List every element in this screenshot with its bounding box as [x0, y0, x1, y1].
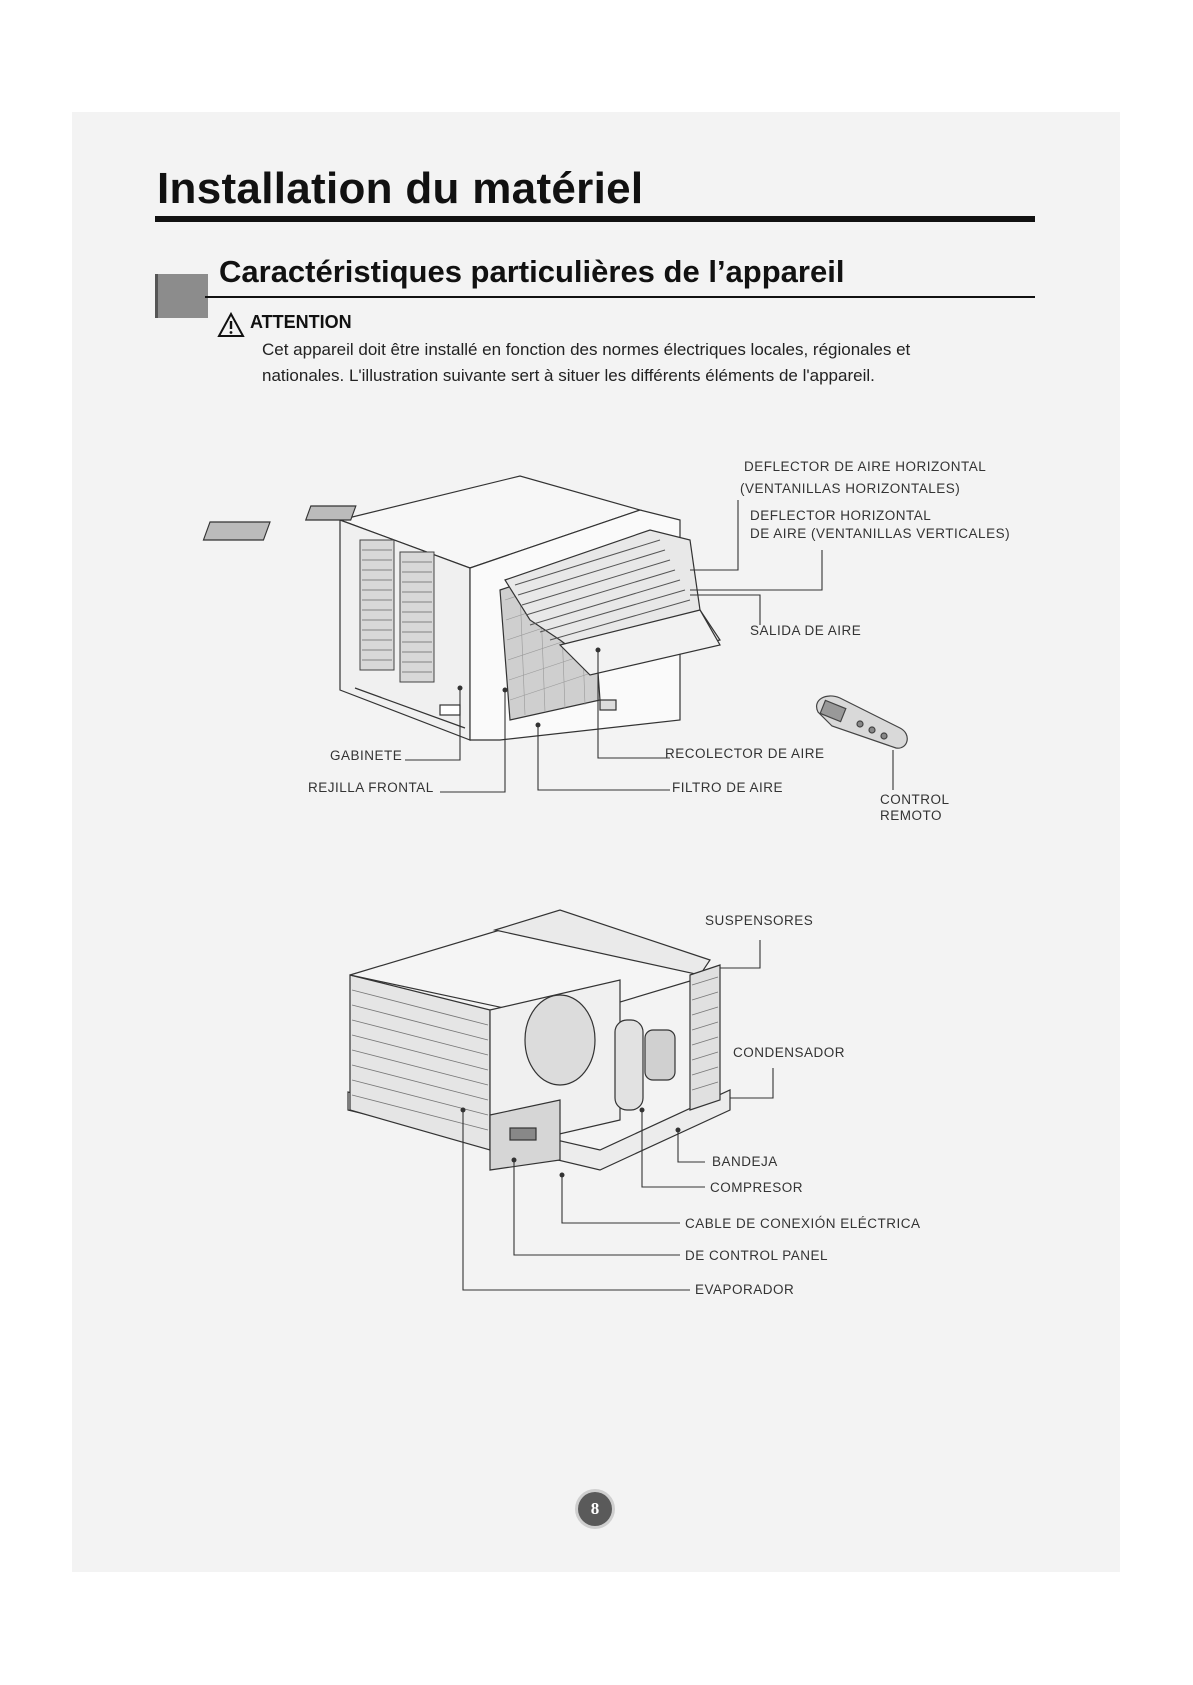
ac-internal-illustration	[348, 910, 730, 1170]
label-control: CONTROL	[880, 792, 950, 807]
page-number-badge: 8	[578, 1492, 612, 1526]
label-control-panel: DE CONTROL PANEL	[685, 1248, 828, 1263]
ac-front-illustration	[203, 476, 720, 740]
label-recolector-de-aire: RECOLECTOR DE AIRE	[665, 746, 825, 761]
label-gabinete: GABINETE	[330, 748, 402, 763]
label-ventanillas-horizontales: (VENTANILLAS HORIZONTALES)	[740, 481, 960, 496]
label-ventanillas-verticales: DE AIRE (VENTANILLAS VERTICALES)	[750, 526, 1010, 541]
label-deflector-vertical: DEFLECTOR HORIZONTAL	[750, 508, 931, 523]
label-suspensores: SUSPENSORES	[705, 913, 813, 928]
label-rejilla-frontal: REJILLA FRONTAL	[308, 780, 434, 795]
label-filtro-de-aire: FILTRO DE AIRE	[672, 780, 783, 795]
label-deflector-horizontal: DEFLECTOR DE AIRE HORIZONTAL	[744, 459, 986, 474]
label-salida-de-aire: SALIDA DE AIRE	[750, 623, 861, 638]
label-compresor: COMPRESOR	[710, 1180, 803, 1195]
label-remoto: REMOTO	[880, 808, 942, 823]
label-bandeja: BANDEJA	[712, 1154, 778, 1169]
label-evaporador: EVAPORADOR	[695, 1282, 794, 1297]
remote-control-illustration	[817, 696, 908, 748]
label-cable-electrico: CABLE DE CONEXIÓN ELÉCTRICA	[685, 1216, 921, 1231]
label-condensador: CONDENSADOR	[733, 1045, 845, 1060]
